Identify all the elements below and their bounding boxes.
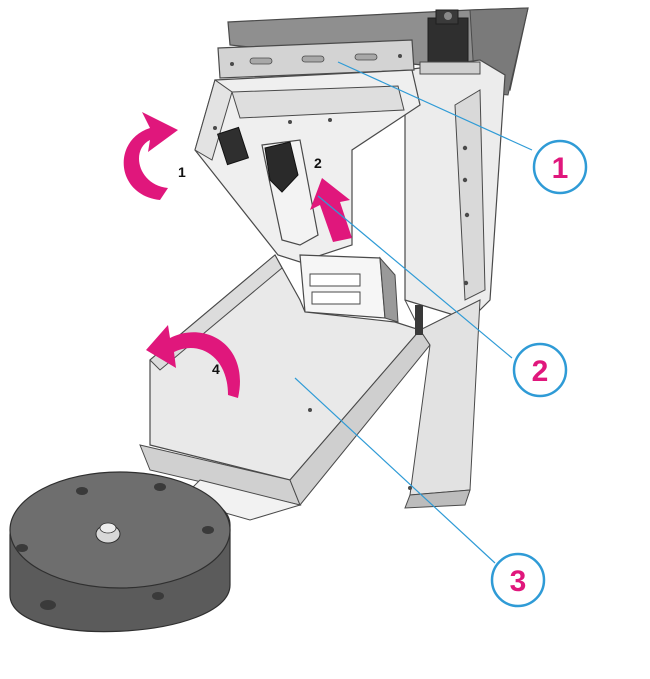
lower-tray [139,254,481,509]
step-label-2: 2 [314,155,322,171]
round-base [9,471,231,633]
callout-3: 3 [490,552,546,608]
step-label-1: 1 [178,164,186,180]
ribbon-holder [299,254,399,323]
open-lid-frame [194,69,421,263]
curved-arrow-rotate-icon [146,325,240,398]
callout-2: 2 [512,342,568,398]
right-housing [404,59,506,321]
svg-text:3: 3 [510,565,527,598]
step-arrow-2: 2 [310,155,352,242]
svg-text:1: 1 [552,152,569,185]
svg-text:2: 2 [532,355,549,388]
straight-arrow-up-icon [310,178,352,242]
step-label-4: 4 [212,361,220,377]
curved-arrow-rotate-icon [123,112,178,200]
callout-1: 1 [532,139,588,195]
motor [419,9,481,75]
step-arrow-4: 4 [146,325,240,398]
top-rail [217,39,415,79]
step-arrow-1: 1 [123,112,186,200]
print-head-slider [216,126,319,246]
callout-leaders [294,61,533,564]
